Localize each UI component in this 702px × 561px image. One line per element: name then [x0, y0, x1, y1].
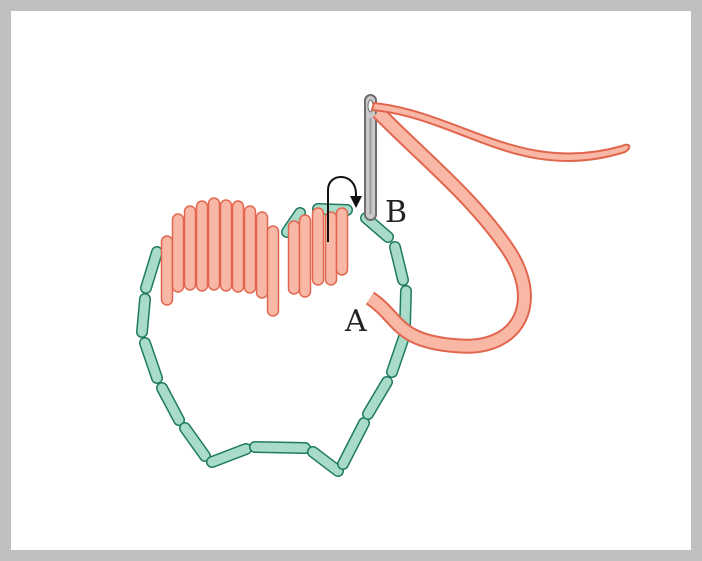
thread-icon: [365, 101, 631, 354]
outline-stitch-fill: [207, 444, 251, 467]
satin-stitch: [287, 220, 301, 295]
satin-stitch: [207, 197, 221, 291]
loop-arrow-icon: [327, 176, 362, 242]
satin-stitch: [231, 200, 245, 293]
satin-stitch: [160, 235, 174, 306]
satin-stitch: [266, 225, 280, 317]
outline-stitch-fill: [157, 383, 184, 425]
satin-stitches: [160, 197, 349, 317]
label-point-b: B: [385, 195, 407, 230]
satin-stitch: [183, 205, 197, 291]
satin-stitch: [335, 207, 349, 276]
outline-stitch-fill: [308, 447, 343, 476]
outline-stitches: [136, 203, 412, 477]
satin-stitch: [171, 213, 185, 293]
outline-stitch-fill: [250, 442, 310, 453]
needle-icon: [364, 94, 377, 221]
label-point-a: A: [344, 304, 367, 339]
outline-stitch-fill: [180, 423, 210, 461]
outline-stitch-fill: [390, 242, 408, 285]
outline-stitch-fill: [137, 294, 150, 337]
outline-stitch-fill: [141, 247, 162, 293]
outline-stitch-fill: [400, 286, 411, 330]
satin-stitch: [195, 200, 209, 292]
outline-stitch-fill: [338, 418, 369, 469]
satin-stitch: [255, 211, 269, 299]
satin-stitch: [219, 199, 233, 292]
outline-stitch-fill: [140, 338, 162, 383]
outline-stitch-fill: [387, 332, 409, 377]
satin-stitch: [311, 207, 325, 286]
satin-stitch: [243, 205, 257, 294]
outline-stitch-fill: [363, 377, 392, 419]
satin-stitch: [298, 214, 312, 298]
outline-stitch-fill: [361, 213, 393, 242]
